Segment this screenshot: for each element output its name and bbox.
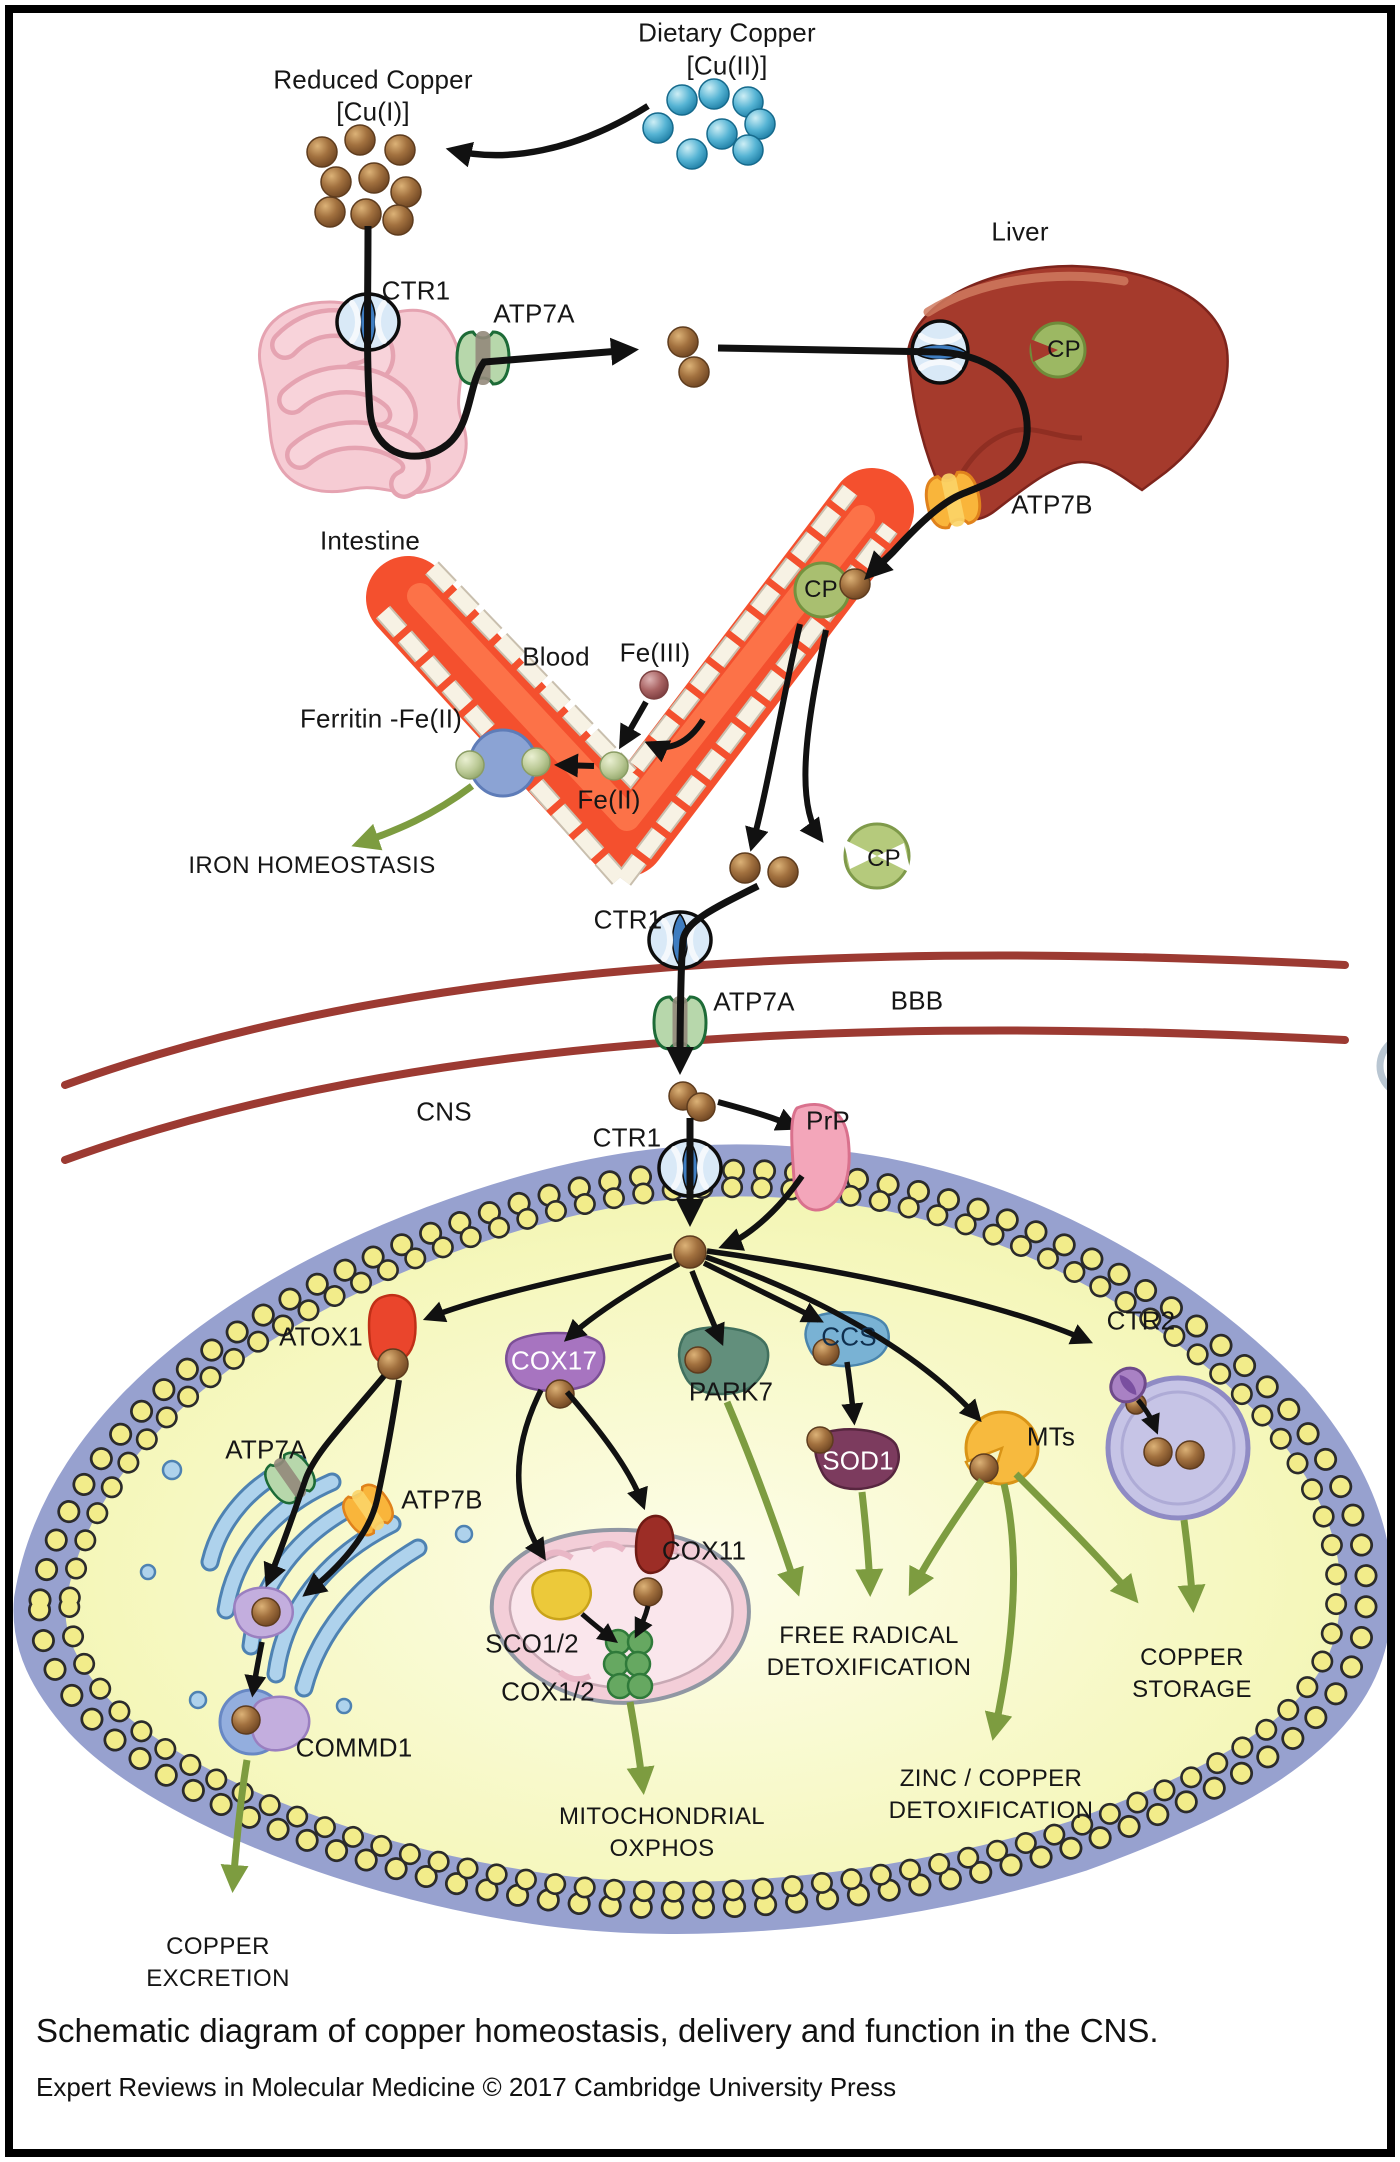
sco12-protein: [531, 1569, 592, 1621]
label-blood: Blood: [522, 641, 590, 672]
label-intestine: Intestine: [319, 525, 421, 556]
label-reduced-copper-line2: [Cu(I)]: [336, 96, 410, 127]
copper-ions-cns: [668, 1081, 716, 1122]
label-zinc-copper-line1: ZINC / COPPER: [899, 1765, 1083, 1792]
page-curl-mark: [1376, 1039, 1395, 1093]
arrow-ctr2-vesicle: [1136, 1398, 1160, 1435]
figure-credit: Expert Reviews in Molecular Medicine © 2…: [36, 2072, 897, 2102]
copper-ions-below-vessel: [729, 852, 799, 888]
label-copper-storage-line2: STORAGE: [1132, 1676, 1252, 1703]
label-mts: MTs: [1026, 1421, 1076, 1452]
label-copper-excretion-line2: EXCRETION: [146, 1965, 290, 1992]
copper-ions-portal: [667, 326, 710, 388]
label-fe3: Fe(III): [619, 637, 691, 668]
label-cox11: COX11: [661, 1535, 747, 1566]
label-sco12: SCO1/2: [485, 1628, 579, 1659]
commd1-complex: [218, 1688, 311, 1756]
ferritin-complex: [455, 728, 551, 798]
label-ferritin: Ferritin -Fe(II): [299, 703, 463, 734]
label-reduced-copper-line1: Reduced Copper: [273, 64, 473, 95]
label-fe2: Fe(II): [577, 784, 641, 815]
copper-route-arrows: [364, 103, 1031, 852]
label-ctr1-intestine: CTR1: [381, 275, 451, 306]
copper-ion-hub: [673, 1235, 707, 1269]
fe3-ion: [639, 670, 669, 700]
label-prp: PrP: [806, 1105, 850, 1136]
label-cp-vessel: CP: [804, 576, 838, 603]
copper-ion: [839, 568, 871, 600]
arrow-iron-homeostasis: [351, 783, 475, 851]
label-ccs: CCS: [821, 1321, 877, 1352]
figure-caption: Schematic diagram of copper homeostasis,…: [36, 2012, 1159, 2049]
label-ctr2: CTR2: [1106, 1305, 1176, 1336]
atox1-protein: [367, 1293, 417, 1380]
label-ctr1-bbb: CTR1: [593, 904, 663, 935]
cox11-protein: [634, 1514, 675, 1575]
label-ctr1-cell: CTR1: [592, 1122, 662, 1153]
prp-protein: [790, 1103, 851, 1212]
label-iron-homeostasis: IRON HOMEOSTASIS: [188, 852, 436, 879]
bbb-lines: [61, 951, 1349, 1164]
label-atp7a-golgi: ATP7A: [225, 1434, 307, 1465]
dietary-copper-ions: [642, 78, 776, 170]
fe2-ion: [599, 751, 629, 781]
label-cox12: COX1/2: [501, 1676, 595, 1707]
label-atp7a-intestine: ATP7A: [493, 298, 575, 329]
label-atp7b-liver: ATP7B: [1011, 489, 1093, 520]
label-liver: Liver: [991, 216, 1049, 247]
cox17-protein: [505, 1331, 606, 1409]
copper-ion-mito: [633, 1577, 663, 1607]
label-cp-liver: CP: [1047, 336, 1081, 363]
reduced-copper-ions: [306, 124, 422, 236]
cox12-complex: [602, 1628, 654, 1700]
copper-distribution-arrows: [422, 1248, 1094, 1423]
intracellular-arrows: [244, 1361, 864, 1698]
arrow-prp-to-hub: [718, 1174, 805, 1251]
label-atox1: ATOX1: [279, 1321, 363, 1352]
label-bbb: BBB: [890, 985, 944, 1016]
label-free-radical-line1: FREE RADICAL: [779, 1622, 959, 1649]
ccs-protein: [804, 1311, 890, 1368]
liver-illustration: [906, 264, 1229, 521]
mts-protein: [964, 1410, 1040, 1486]
secretory-vesicle: [233, 1586, 294, 1639]
sod1-protein: [806, 1426, 900, 1491]
label-atp7b-golgi: ATP7B: [401, 1484, 483, 1515]
ceruloplasmin-in-liver: [1029, 321, 1087, 379]
blood-vessel-illustration: [366, 468, 914, 897]
label-mito-oxphos-line1: MITOCHONDRIAL: [558, 1803, 766, 1830]
label-cp-free: CP: [867, 845, 901, 872]
label-zinc-copper-line2: DETOXIFICATION: [888, 1797, 1094, 1824]
park7-protein: [677, 1326, 770, 1396]
label-copper-storage-line1: COPPER: [1140, 1644, 1244, 1671]
label-cns: CNS: [416, 1096, 472, 1127]
label-cox17: COX17: [510, 1345, 598, 1376]
label-atp7a-bbb: ATP7A: [713, 986, 795, 1017]
label-dietary-copper-line2: [Cu(II)]: [686, 50, 768, 81]
label-park7: PARK7: [688, 1376, 774, 1407]
ceruloplasmin-in-vessel: [793, 561, 871, 619]
outcome-arrows: [220, 1400, 1206, 1893]
label-mito-oxphos-line2: OXPHOS: [609, 1835, 715, 1862]
label-commd1: COMMD1: [295, 1732, 413, 1763]
label-dietary-copper-line1: Dietary Copper: [638, 17, 816, 48]
label-free-radical-line2: DETOXIFICATION: [766, 1654, 972, 1681]
iron-cycle: [351, 670, 706, 851]
label-copper-excretion-line1: COPPER: [166, 1933, 270, 1960]
label-sod1: SOD1: [822, 1445, 894, 1476]
arrow-bbb-crossing: [666, 882, 760, 1075]
arrow-to-prp: [717, 1099, 801, 1131]
ceruloplasmin-free: [843, 822, 911, 890]
